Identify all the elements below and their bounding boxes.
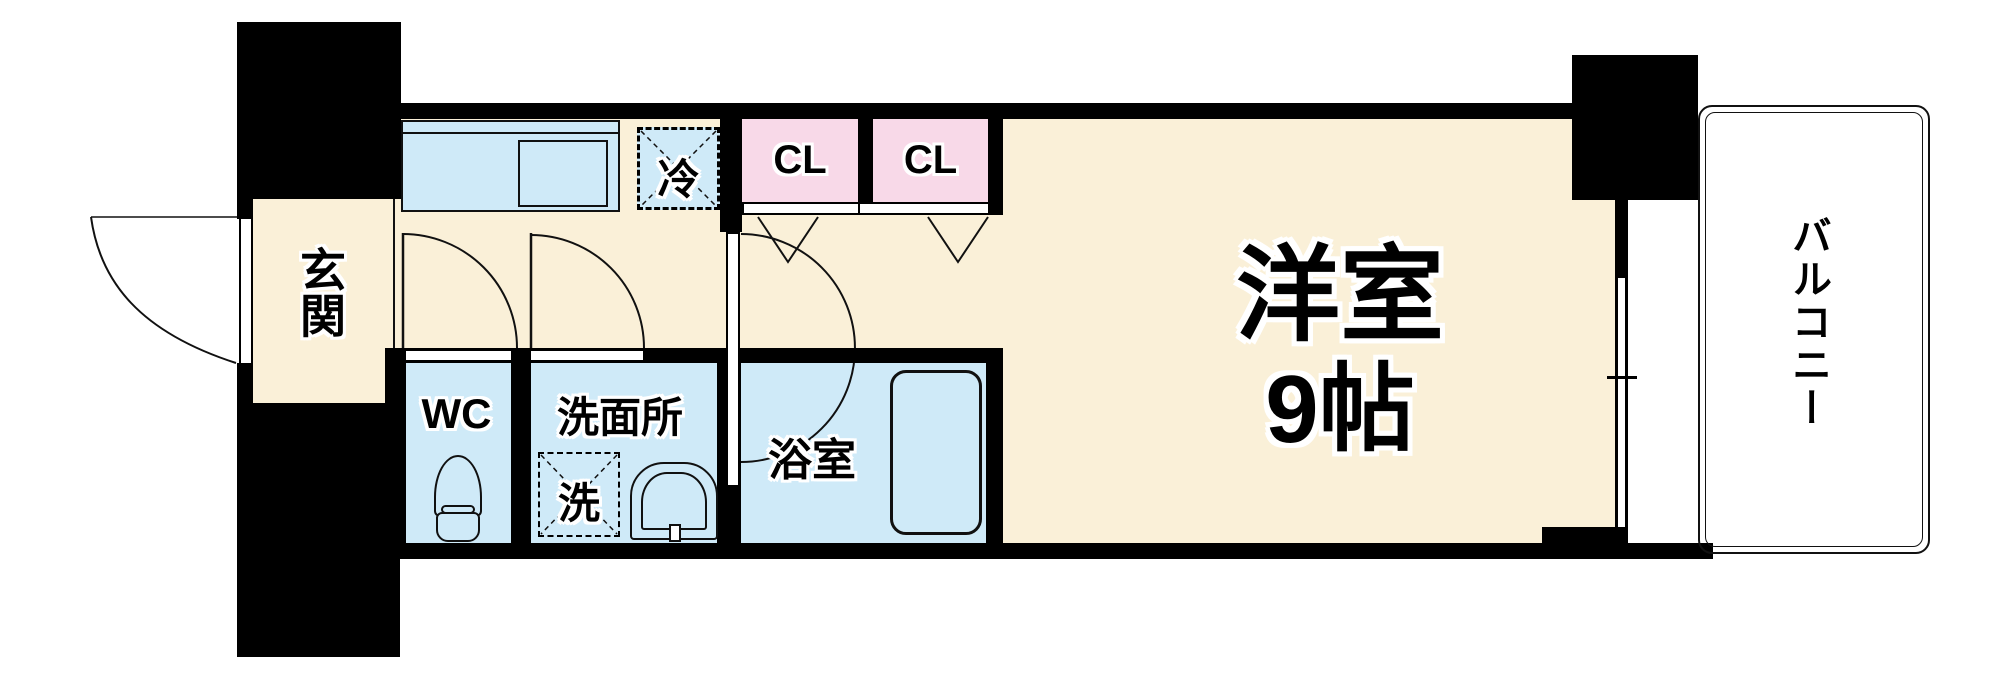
balcony-window-tick	[1607, 376, 1637, 379]
chunk-bottom-right	[1542, 527, 1628, 559]
wc-label: WC	[421, 390, 492, 437]
closet-1	[742, 119, 858, 202]
bathtub	[890, 370, 982, 535]
sink-tap	[669, 524, 681, 542]
genkan-label: 玄関	[294, 246, 346, 338]
bathroom-right-wall	[986, 348, 1003, 559]
wc-door-opening	[406, 349, 511, 362]
fridge-label: 冷	[657, 156, 700, 203]
block-bottom-left	[237, 403, 400, 657]
pillar-top-right	[1572, 55, 1698, 200]
washer-space	[538, 452, 620, 537]
kitchen-counter	[401, 120, 620, 212]
balcony-outline-inner	[1705, 112, 1923, 547]
kitchen-counter-edge	[403, 132, 618, 134]
entrance-door-leaf	[239, 217, 253, 365]
closet2-fold-mark	[927, 216, 989, 264]
main-room-name: 洋室	[1235, 238, 1444, 354]
washer-cross-2	[540, 454, 618, 535]
genkan-hall-divider	[393, 199, 395, 348]
genkan-wall-upper	[237, 199, 253, 219]
main-room-size: 9帖	[1265, 355, 1415, 463]
closet-right-wall	[988, 103, 1003, 215]
balcony-outline-outer	[1698, 105, 1930, 554]
closet-2	[873, 119, 988, 202]
closet-left-jamb	[720, 103, 742, 232]
main-room-label: 洋室 9帖	[1140, 238, 1540, 464]
balcony-window-line-2	[1625, 278, 1628, 527]
balcony-window-line-1	[1615, 278, 1618, 527]
washroom-door-arc	[530, 234, 645, 349]
closet-divider-wall	[858, 119, 873, 202]
sink-inner	[641, 472, 707, 530]
kitchen-sink	[518, 140, 608, 207]
bottom-wall	[385, 543, 1628, 559]
balcony-bottom-bar	[1628, 543, 1713, 559]
bathroom-label: 浴室	[768, 436, 856, 485]
toilet-tank	[436, 512, 480, 542]
wc-door-arc	[402, 233, 518, 349]
wc-washroom-wall	[511, 348, 531, 559]
washer-label: 洗	[557, 480, 600, 527]
window-stub-wall	[1615, 200, 1628, 278]
closet1-label: CL	[773, 138, 827, 182]
washroom-label: 洗面所	[556, 394, 683, 441]
genkan-wall-lower	[237, 363, 253, 405]
pillar-top-left	[237, 22, 401, 199]
top-wall	[401, 103, 1572, 119]
closet2-label: CL	[903, 138, 958, 182]
toilet-seat-line	[441, 505, 475, 514]
bathroom-door-leaf	[726, 232, 740, 487]
closet1-fold-mark	[757, 216, 819, 264]
washroom-door-opening	[531, 349, 643, 362]
closet-track-divider	[858, 204, 860, 213]
entrance-door-arc	[90, 216, 237, 364]
balcony-label: バルコニー	[1786, 215, 1830, 430]
